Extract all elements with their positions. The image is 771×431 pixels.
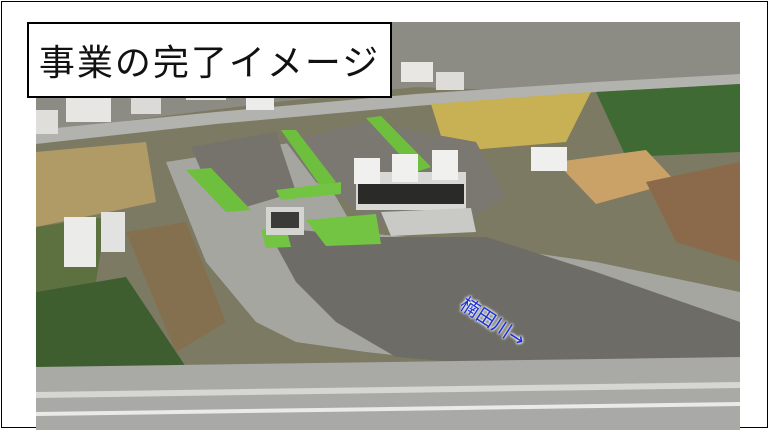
page-title: 事業の完了イメージ bbox=[27, 22, 392, 98]
